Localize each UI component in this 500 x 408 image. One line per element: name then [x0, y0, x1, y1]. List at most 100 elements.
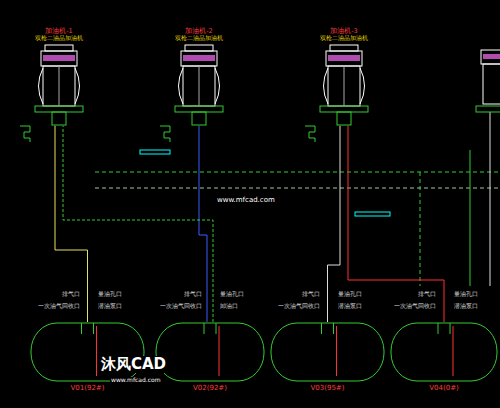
pipe-riser: [490, 112, 491, 286]
port-label: 潜油泵口: [453, 303, 500, 310]
display-band: [43, 55, 75, 61]
vapor-pipe: [95, 172, 500, 173]
manhole-riser: [81, 323, 82, 334]
storage-tank: V03(95#): [270, 322, 385, 392]
fuel-dispenser: 加油机-1双枪二油品加油机: [33, 28, 85, 126]
tank-name: V01(92#): [30, 384, 145, 392]
hose: [179, 68, 184, 104]
dispenser-drawing: [318, 44, 370, 126]
tank-name: V03(95#): [270, 384, 385, 392]
pipe-connector: [63, 126, 213, 322]
suction-pipe: [219, 326, 220, 376]
port-label: 一次油气回收口: [249, 303, 321, 310]
tank-outline: [30, 322, 145, 382]
port-label: 一次油气回收口: [9, 303, 81, 310]
port-label: 一次油气回收口: [365, 303, 437, 310]
manhole-riser: [321, 323, 322, 334]
island-base: [320, 106, 368, 112]
vapor-pipe: [95, 188, 500, 189]
port-label: 量油孔口: [453, 291, 500, 298]
dispenser-partial: [483, 64, 500, 104]
storage-tank: V02(92#): [155, 322, 265, 392]
body-divider: [199, 66, 200, 106]
dispenser-type: 双枪二油品加油机: [33, 35, 85, 41]
hose: [75, 68, 80, 104]
dispenser-body: [43, 66, 75, 106]
dispenser-partial: [476, 106, 500, 112]
manhole-riser: [438, 323, 439, 334]
manhole-riser: [93, 323, 94, 334]
port-label: 排气口: [249, 291, 321, 298]
port-label: 量油孔口: [97, 291, 159, 298]
dispenser-top: [45, 45, 73, 51]
hose: [39, 68, 44, 104]
display-band: [183, 55, 215, 61]
dispenser-head: [41, 51, 77, 66]
island-base: [175, 106, 223, 112]
pedestal: [192, 112, 206, 125]
dispenser-type: 双枪二油品加油机: [318, 35, 370, 41]
valve-symbol: [355, 212, 390, 216]
tank-shell: [391, 323, 497, 381]
manhole-riser: [204, 323, 205, 334]
display-band: [328, 55, 360, 61]
dispenser-type: 双枪二油品加油机: [173, 35, 225, 41]
dispenser-partial: [483, 54, 500, 59]
tank-outline: [155, 322, 265, 382]
port-label: 量油孔口: [337, 291, 399, 298]
dispenser-head: [326, 51, 362, 66]
watermark: www.mfcad.com: [216, 197, 276, 205]
port-label: 一次油气回收口: [131, 303, 203, 310]
port-label: 量油孔口: [219, 291, 281, 298]
pipe-fitting: [305, 126, 315, 142]
port-label: 潜油泵口: [337, 303, 399, 310]
dispenser-body: [183, 66, 215, 106]
pedestal: [337, 112, 351, 125]
tank-shell: [156, 323, 264, 381]
pipe-connector: [348, 126, 444, 322]
dispenser-body: [328, 66, 360, 106]
fuel-dispenser: 加油机-3双枪二油品加油机: [318, 28, 370, 126]
dispenser-top: [330, 45, 358, 51]
port-label: 排气口: [365, 291, 437, 298]
port-label: 排气口: [9, 291, 81, 298]
dispenser-drawing: [33, 44, 85, 126]
dispenser-drawing: [173, 44, 225, 126]
pipe-riser: [470, 150, 471, 286]
dispenser-name: 加油机-2: [173, 28, 225, 35]
tank-outline: [270, 322, 385, 382]
tank-name: V02(92#): [155, 384, 265, 392]
watermark: 沐风CAD: [100, 356, 167, 373]
storage-tank: V04(0#): [390, 322, 498, 392]
hose: [215, 68, 220, 104]
valve-symbol: [140, 150, 170, 154]
suction-pipe: [96, 326, 97, 376]
dispenser-head: [181, 51, 217, 66]
pipe-fitting: [160, 126, 170, 142]
hose: [360, 68, 365, 104]
manhole-riser: [333, 323, 334, 334]
suction-pipe: [336, 326, 337, 376]
tank-outline: [390, 322, 498, 382]
body-divider: [59, 66, 60, 106]
port-label: 卸油口: [219, 303, 281, 310]
dispenser-name: 加油机-1: [33, 28, 85, 35]
fuel-dispenser: 加油机-2双枪二油品加油机: [173, 28, 225, 126]
manhole-riser: [450, 323, 451, 334]
watermark: www.mfcad.com: [110, 377, 162, 384]
hose: [324, 68, 329, 104]
manhole-riser: [216, 323, 217, 334]
body-divider: [344, 66, 345, 106]
pipe-fitting: [20, 126, 30, 142]
dispenser-name: 加油机-3: [318, 28, 370, 35]
tank-name: V04(0#): [390, 384, 498, 392]
suction-pipe: [453, 326, 454, 376]
port-label: 排气口: [131, 291, 203, 298]
tank-shell: [271, 323, 384, 381]
port-label: 潜油泵口: [97, 303, 159, 310]
pipe-riser: [420, 172, 421, 286]
dispenser-top: [185, 45, 213, 51]
island-base: [35, 106, 83, 112]
pedestal: [52, 112, 66, 125]
